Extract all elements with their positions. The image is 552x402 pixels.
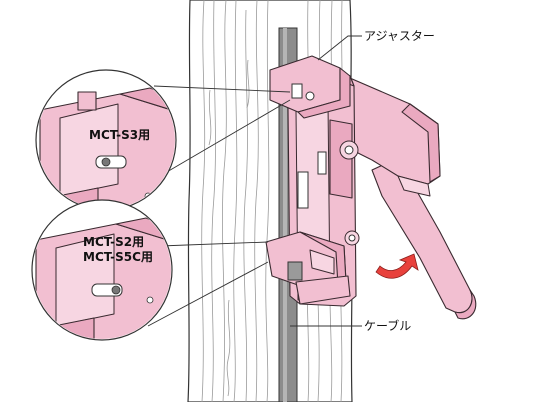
label-mct-s3: MCT-S3用: [89, 128, 150, 142]
crimp-tool: [265, 55, 477, 320]
label-mct-s5c: MCT-S5C用: [83, 250, 153, 264]
callout-top: MCT-S3用: [35, 69, 291, 211]
label-adjuster: アジャスター: [364, 29, 435, 43]
adjuster-leader: [317, 35, 362, 61]
rotation-arrow: [375, 253, 419, 279]
label-mct-s2: MCT-S2用: [83, 235, 144, 249]
callout-bottom: MCT-S2用 MCT-S5C用: [31, 199, 269, 341]
label-cable: ケーブル: [364, 318, 411, 333]
